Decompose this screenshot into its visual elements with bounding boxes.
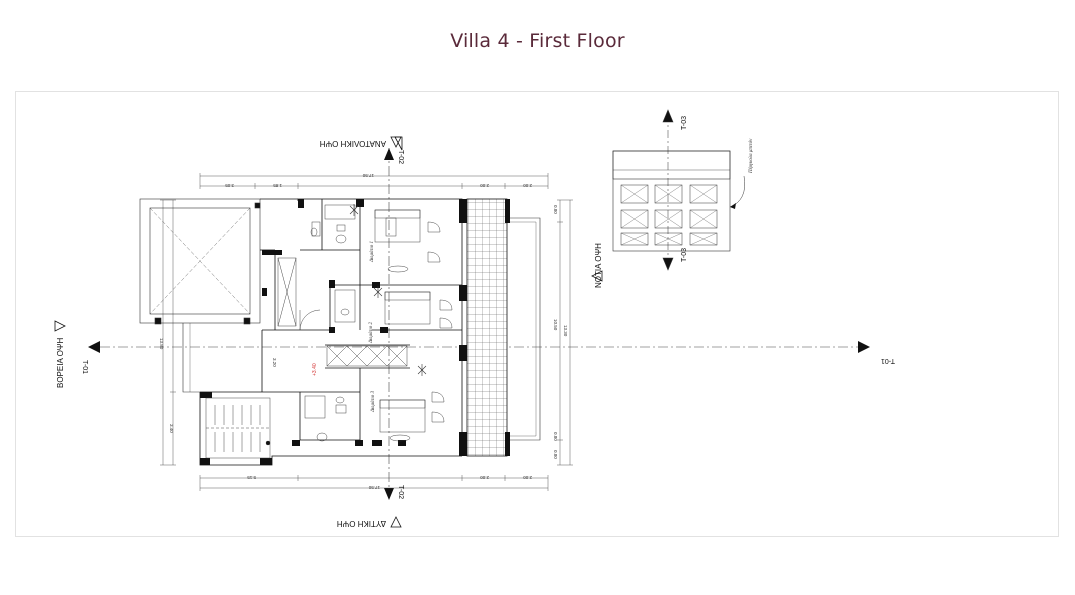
dimension-left-a: 3.40	[169, 424, 174, 433]
dimension-mid-a: 3.20	[272, 358, 277, 367]
section-arrow-left	[88, 341, 100, 353]
dimension-top-a: 3.05	[225, 183, 234, 188]
dimension-top-c: 2.00	[480, 183, 489, 188]
dimension-top-d: 2.00	[523, 183, 532, 188]
bathroom-fixtures	[304, 204, 356, 442]
section-label-t03-top: T-03	[681, 116, 688, 130]
dimension-right-total: 10.50	[553, 319, 558, 331]
section-arrow-top	[384, 148, 394, 160]
pergola-detail	[612, 109, 745, 271]
dimension-left-total: 13.80	[159, 338, 164, 350]
pergola-label: Πέργκολα μπετόν	[749, 138, 754, 174]
section-line-t02	[384, 148, 394, 500]
dimension-bottom-total: 17.50	[368, 485, 380, 490]
terrace-pergola	[139, 198, 261, 325]
level-marker: +3.40	[312, 363, 318, 376]
dimension-chain-top	[199, 173, 549, 189]
dimension-bottom-b: 2.00	[480, 475, 489, 480]
section-label-t01-right: T-01	[881, 357, 895, 364]
elevation-east: ΑΝΑΤΟΛΙΚΗ ΟΨΗ	[320, 136, 403, 151]
bedroom-furniture	[349, 204, 453, 442]
dimension-right-total2: 13.30	[563, 325, 568, 337]
staircase	[205, 397, 271, 459]
dimension-right-b: 0.80	[553, 450, 558, 459]
dimension-chain-right	[557, 199, 573, 466]
elevation-north: ΒΟΡΕΙΑ ΟΨΗ	[54, 320, 66, 388]
section-arrow-t03-top	[662, 109, 674, 123]
section-label-t02-bottom: T-02	[397, 485, 404, 499]
closets	[277, 257, 408, 367]
dimension-right-a: 0.80	[553, 205, 558, 214]
tiled-balcony	[466, 198, 541, 457]
section-arrow-t03-bottom	[662, 257, 674, 271]
room-label-bedroom3: Δωμάτιο 3	[371, 390, 376, 413]
drawing-frame	[15, 91, 1059, 537]
dimension-chain-bottom	[199, 475, 549, 491]
elevation-south: ΝΟΤΙΑ ΟΨΗ	[591, 243, 603, 288]
dimension-top-total: 17.50	[362, 173, 374, 178]
elevation-label-east: ΑΝΑΤΟΛΙΚΗ ΟΨΗ	[320, 139, 386, 148]
elevation-west: ΔΥΤΙΚΗ ΟΨΗ	[337, 516, 402, 528]
room-label-bedroom2: Δωμάτιο 2	[369, 321, 374, 344]
section-arrow-bottom	[384, 488, 394, 500]
room-label-bedroom1: Δωμάτιο 1	[370, 241, 375, 263]
wall-posts	[200, 199, 467, 465]
elevation-label-west: ΔΥΤΙΚΗ ΟΨΗ	[337, 519, 386, 528]
section-arrow-right	[858, 341, 870, 353]
dimension-top-b: 1.85	[273, 183, 282, 188]
dimension-bottom-a: 5.15	[247, 475, 256, 480]
page-title: Villa 4 - First Floor	[450, 30, 625, 52]
elevation-label-south: ΝΟΤΙΑ ΟΨΗ	[594, 243, 603, 288]
section-label-t02-top: T-02	[397, 150, 404, 164]
elevation-label-north: ΒΟΡΕΙΑ ΟΨΗ	[56, 338, 65, 388]
dimension-chain-left	[160, 199, 176, 466]
dimension-right-c: 0.80	[553, 432, 558, 441]
dimension-bottom-c: 2.00	[523, 475, 532, 480]
balcony-lower-left	[182, 323, 200, 393]
section-label-t01-left: T-01	[81, 360, 88, 374]
section-label-t03-bottom: T-03	[681, 248, 688, 262]
